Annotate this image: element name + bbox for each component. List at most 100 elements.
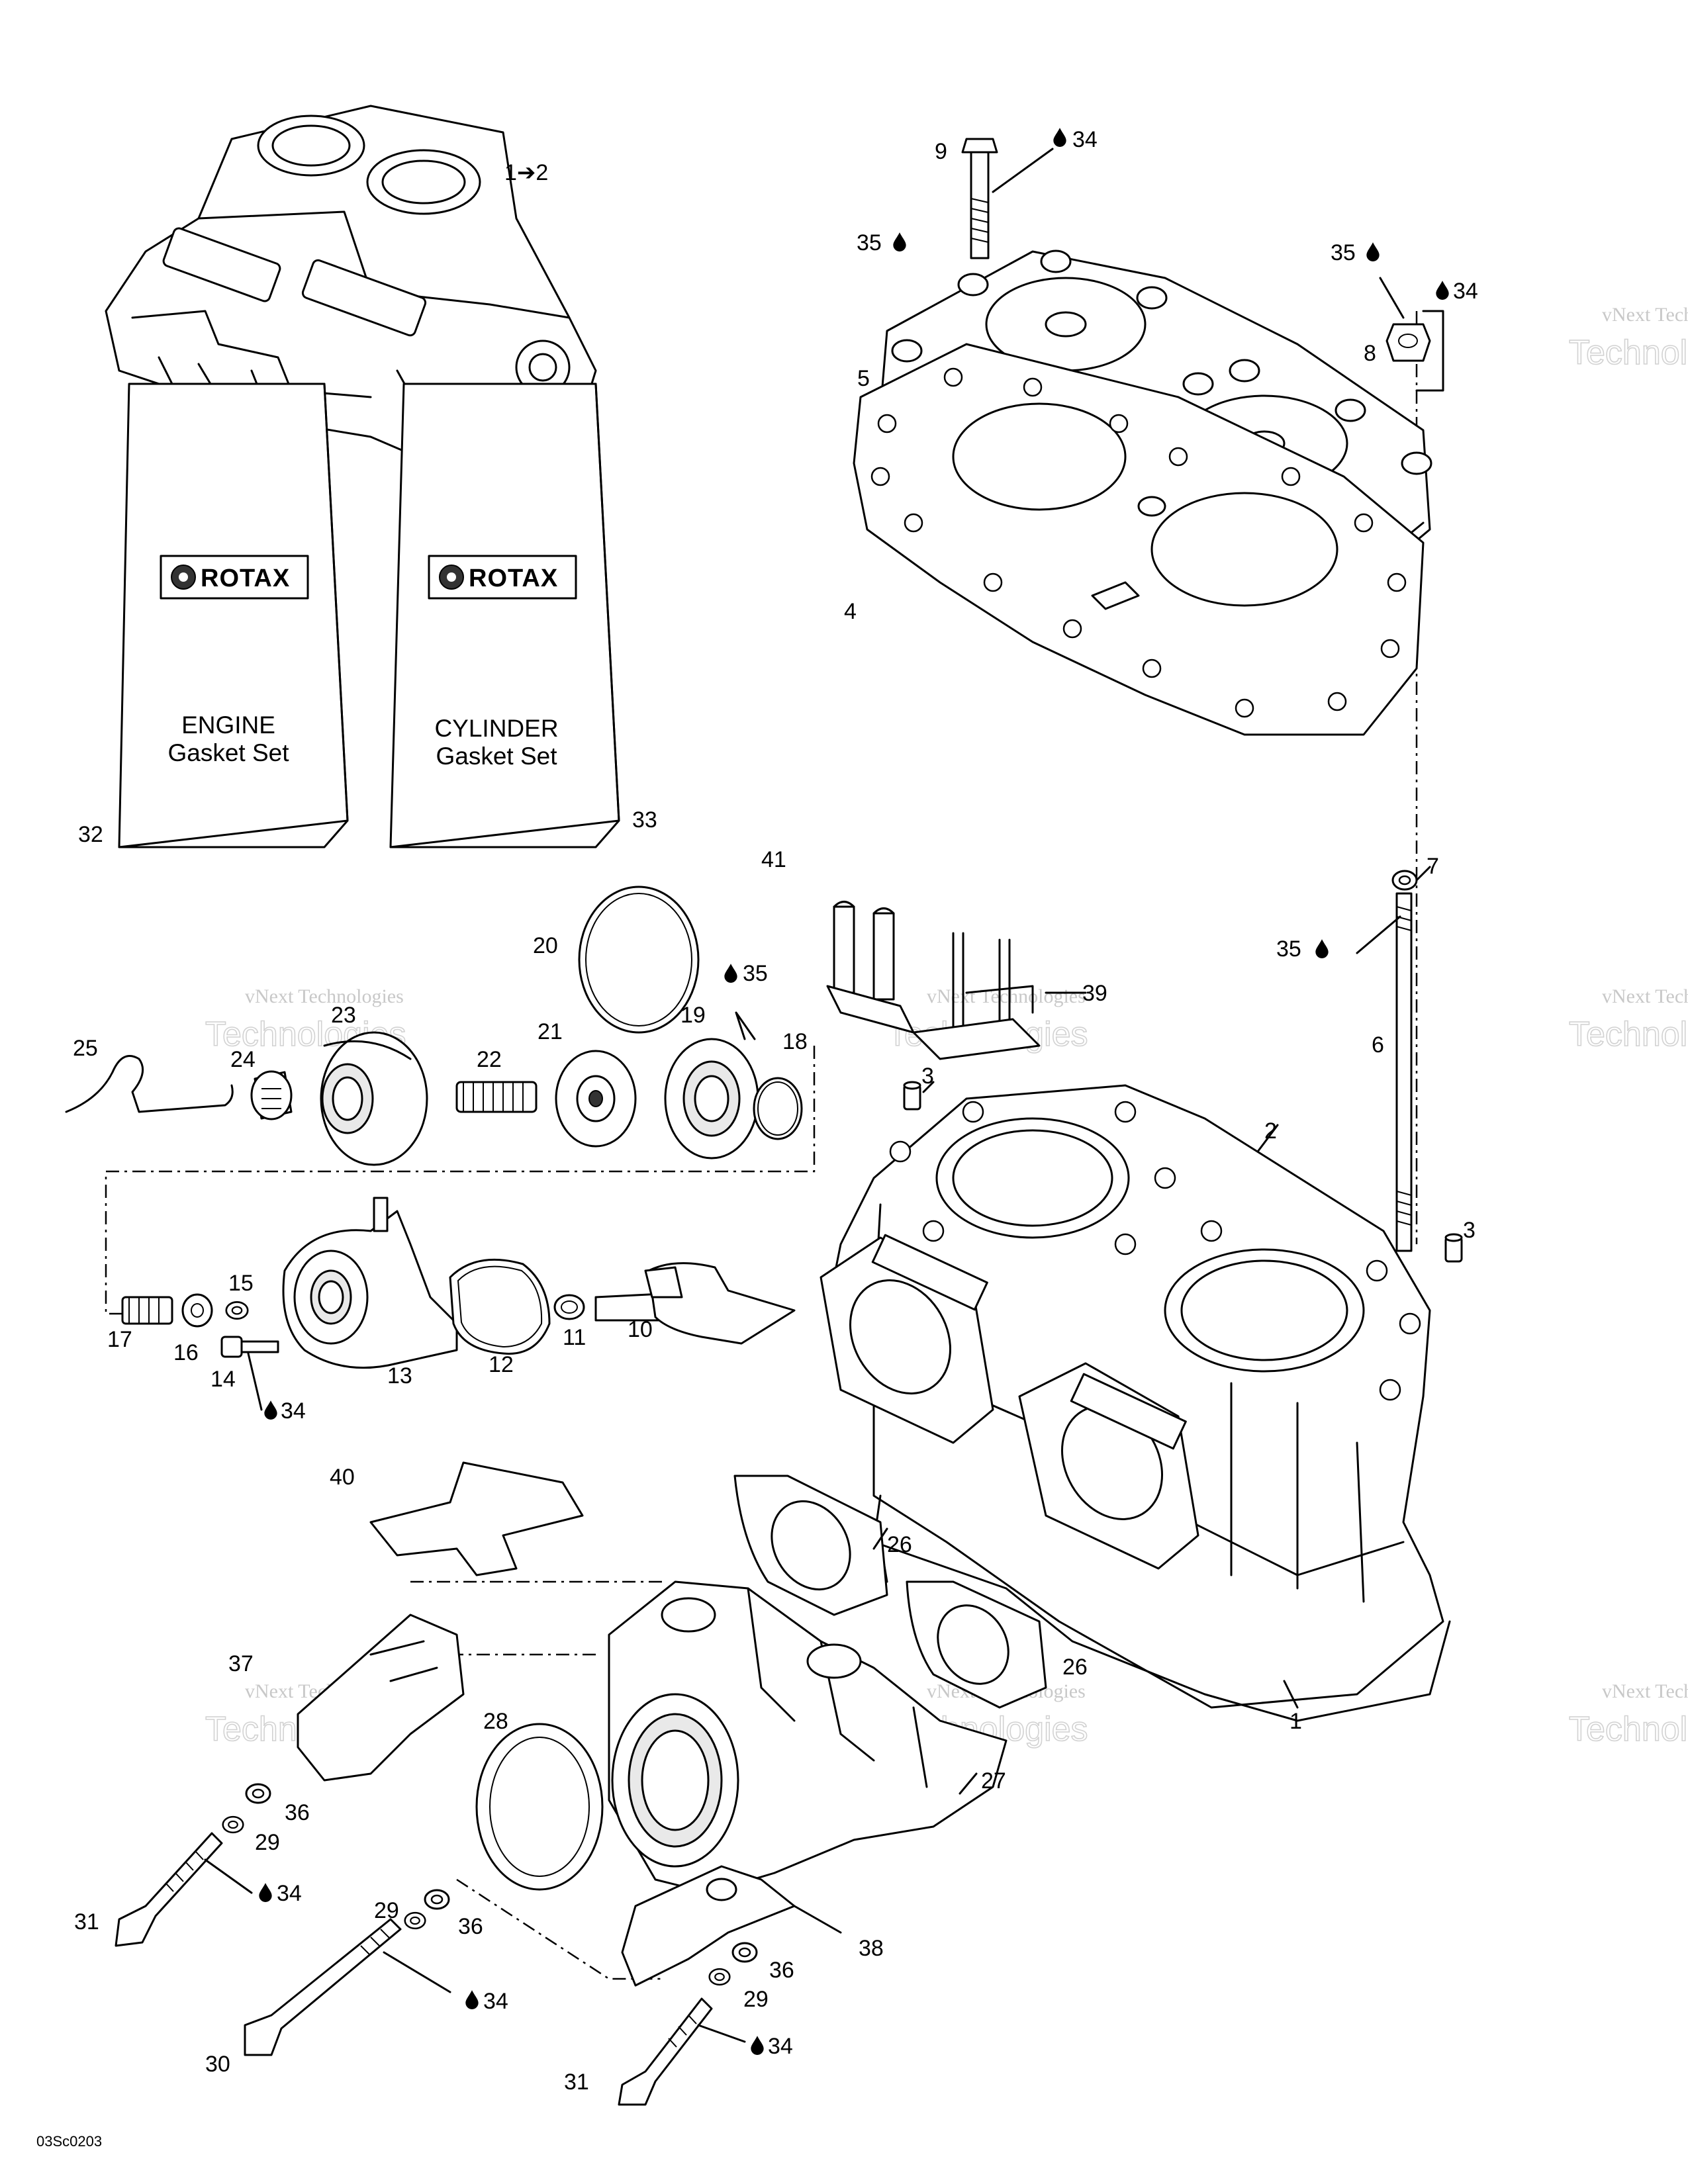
spacer-16: [181, 1293, 213, 1328]
callout-label: 26: [887, 1532, 912, 1557]
callout-label: 2: [1264, 1118, 1277, 1144]
callout-label: 1: [1289, 1709, 1302, 1734]
o-ring-11: [553, 1294, 585, 1320]
bolt-30: [244, 1918, 402, 2056]
callout-label: 34: [277, 1881, 302, 1906]
callout-label: 1➔2: [504, 160, 548, 185]
callout-label: 34: [281, 1398, 306, 1424]
callout-label: 34: [1453, 279, 1478, 304]
callout-label: 30: [205, 2052, 230, 2077]
bolt-31: [115, 1832, 223, 1947]
callout-label: 28: [483, 1709, 508, 1734]
callout-label: 9: [935, 139, 947, 164]
lock-washer-29: [708, 1968, 731, 1986]
callout-label: 17: [107, 1327, 132, 1352]
reed-valve-41: [826, 901, 915, 1034]
callout-label: 35: [1276, 936, 1301, 962]
watermark-text: vNext Technologies: [1602, 304, 1688, 326]
lubricant-drop-icon: [1436, 281, 1449, 300]
exhaust-gasket-26b: [906, 1580, 1047, 1709]
lock-washer-29: [404, 1911, 426, 1930]
housing-13: [282, 1197, 458, 1369]
callout-label: 14: [211, 1367, 236, 1392]
exhaust-manifold: [608, 1580, 1008, 1894]
callout-label: 35: [1331, 240, 1356, 265]
watermark-text: vNext Technologies: [245, 985, 404, 1007]
reed-valve-39: [912, 932, 1041, 1060]
dowel-pin: [1444, 1233, 1463, 1263]
callout-label: 35: [857, 230, 882, 255]
callout-label: 23: [331, 1003, 356, 1028]
callout-label: 39: [1082, 981, 1107, 1006]
valve-piston-21: [555, 1050, 637, 1148]
callout-label: 3: [921, 1064, 934, 1089]
callout-label: 34: [483, 1989, 508, 2014]
screw-14: [220, 1336, 279, 1358]
stud-washer: [1391, 870, 1418, 891]
callout-label: 8: [1364, 341, 1376, 366]
callout-label: 11: [563, 1325, 586, 1350]
kit-subtitle: Gasket Set: [436, 743, 557, 770]
callout-label: 10: [628, 1317, 653, 1342]
head-bolt: [961, 138, 998, 259]
cylinder-stud: [1395, 892, 1413, 1252]
engine-gasket-kit-card: ROTAX ENGINE Gasket Set: [118, 383, 349, 848]
valve-spring-17: [121, 1296, 173, 1325]
lubricant-drop-icon: [751, 2036, 764, 2055]
callout-label: 3: [1463, 1218, 1476, 1243]
callout-labels: 9 34 35 35 34 8 5 4 41 7 35 20 35 39 23 …: [73, 127, 1478, 2095]
callout-label: 32: [78, 822, 103, 847]
cover-knob-24: [250, 1070, 293, 1120]
valve-seal-19: [664, 1038, 759, 1160]
lubricant-drop-icon: [264, 1400, 277, 1420]
lubricant-drop-icon: [1366, 242, 1380, 261]
lubricant-drop-icon: [259, 1883, 272, 1902]
dowel-pin: [903, 1081, 921, 1111]
head-nut: [1385, 323, 1431, 362]
kit-title: ENGINE: [181, 711, 275, 739]
bellows-20: [578, 886, 700, 1034]
watermark-text: Technologies: [1569, 334, 1688, 372]
lock-washer-29: [222, 1815, 244, 1834]
exhaust-gasket-28: [475, 1723, 604, 1891]
watermark-text: Technologies: [1569, 1710, 1688, 1749]
callout-label: 29: [255, 1830, 280, 1855]
callout-label: 29: [374, 1898, 399, 1923]
callout-label: 38: [859, 1936, 884, 1961]
callout-label: 41: [761, 847, 786, 872]
callout-label: 24: [230, 1047, 256, 1072]
callout-label: 20: [533, 933, 558, 958]
kit-subtitle: Gasket Set: [167, 739, 289, 766]
lubricant-drop-icon: [724, 964, 737, 983]
callout-label: 37: [228, 1651, 254, 1676]
head-gasket: [853, 343, 1425, 736]
callout-label: 13: [387, 1363, 412, 1388]
callout-label: 27: [981, 1768, 1006, 1794]
gasket-40: [369, 1461, 584, 1576]
diagram-code: 03Sc0203: [36, 2133, 102, 2150]
callout-label: 16: [173, 1340, 199, 1365]
callout-label: 25: [73, 1036, 98, 1061]
callout-label: 34: [1072, 127, 1098, 152]
exhaust-gasket-26a: [733, 1475, 888, 1616]
valve-spring-22: [455, 1081, 538, 1113]
cylinder-gasket-kit-card: ROTAX CYLINDER Gasket Set: [389, 383, 620, 848]
valve-10: [594, 1262, 796, 1345]
lubricant-drop-icon: [1315, 939, 1329, 958]
kit-brand-label: ROTAX: [469, 565, 558, 592]
bracket-38: [621, 1865, 796, 1987]
spring-clip-25: [65, 1055, 234, 1113]
watermark-text: vNext Technologies: [1602, 985, 1688, 1007]
callout-label: 35: [743, 961, 768, 986]
lubricant-drop-icon: [1053, 128, 1066, 147]
callout-label: 22: [477, 1047, 502, 1072]
lubricant-drop-icon: [465, 1990, 479, 2009]
callout-label: 29: [743, 1987, 769, 2012]
callout-label: 40: [330, 1465, 355, 1490]
callout-label: 36: [458, 1914, 483, 1939]
callout-label: 33: [632, 807, 657, 833]
callout-label: 36: [285, 1800, 310, 1825]
washer-36: [424, 1889, 450, 1910]
